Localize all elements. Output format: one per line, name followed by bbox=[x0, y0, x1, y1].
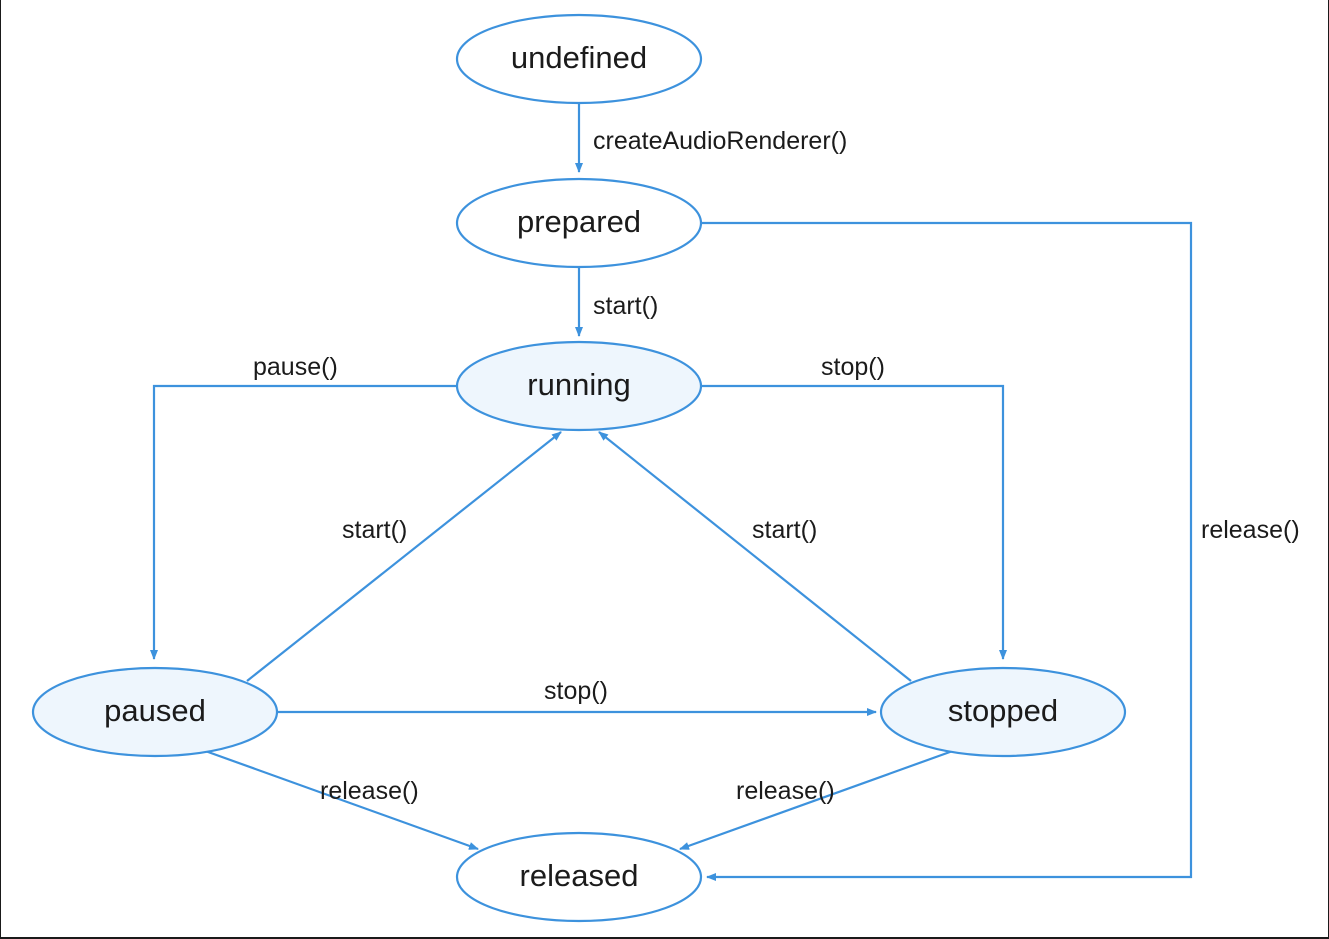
state-node-released[interactable]: released bbox=[455, 831, 703, 923]
edge-label-stopped-to-running: start() bbox=[752, 516, 817, 544]
state-node-stopped[interactable]: stopped bbox=[879, 666, 1127, 758]
state-node-undefined[interactable]: undefined bbox=[455, 13, 703, 105]
edge-label-paused-to-stopped: stop() bbox=[544, 677, 608, 705]
edge-stopped-to-running bbox=[598, 431, 912, 682]
edge-paused-to-running bbox=[246, 431, 562, 682]
edges-layer bbox=[150, 103, 1193, 881]
state-node-paused[interactable]: paused bbox=[31, 666, 279, 758]
state-ellipse-prepared bbox=[455, 177, 703, 269]
state-label-running: running bbox=[527, 367, 630, 402]
state-ellipse-undefined bbox=[455, 13, 703, 105]
edge-paused-to-released bbox=[196, 746, 479, 851]
edge-label-prepared-to-running: start() bbox=[593, 292, 658, 320]
edge-label-undefined-to-prepared: createAudioRenderer() bbox=[593, 127, 847, 155]
edge-label-prepared-to-released: release() bbox=[1201, 516, 1300, 544]
edge-label-running-to-stopped: stop() bbox=[821, 353, 885, 381]
edge-label-running-to-paused: pause() bbox=[253, 353, 338, 381]
state-label-stopped: stopped bbox=[948, 693, 1058, 728]
nodes-layer: undefined prepared running paused stopped rel… bbox=[31, 13, 1127, 923]
edge-labels-layer: createAudioRenderer() start() pause() stop(… bbox=[253, 127, 1300, 805]
state-node-running[interactable]: running bbox=[455, 340, 703, 432]
edge-stopped-to-released bbox=[679, 746, 962, 851]
state-node-prepared[interactable]: prepared bbox=[455, 177, 703, 269]
state-ellipse-running bbox=[455, 340, 703, 432]
edge-prepared-to-released bbox=[701, 221, 1193, 881]
state-label-paused: paused bbox=[104, 693, 206, 728]
state-ellipse-stopped bbox=[879, 666, 1127, 758]
edge-running-to-stopped bbox=[701, 384, 1007, 660]
state-label-released: released bbox=[520, 858, 639, 893]
edge-label-paused-to-released: release() bbox=[320, 777, 419, 805]
state-ellipse-paused bbox=[31, 666, 279, 758]
state-label-undefined: undefined bbox=[511, 40, 647, 75]
state-label-prepared: prepared bbox=[517, 204, 641, 239]
edge-label-stopped-to-released: release() bbox=[736, 777, 835, 805]
state-ellipse-released bbox=[455, 831, 703, 923]
edge-label-paused-to-running: start() bbox=[342, 516, 407, 544]
edge-running-to-paused bbox=[150, 384, 457, 660]
